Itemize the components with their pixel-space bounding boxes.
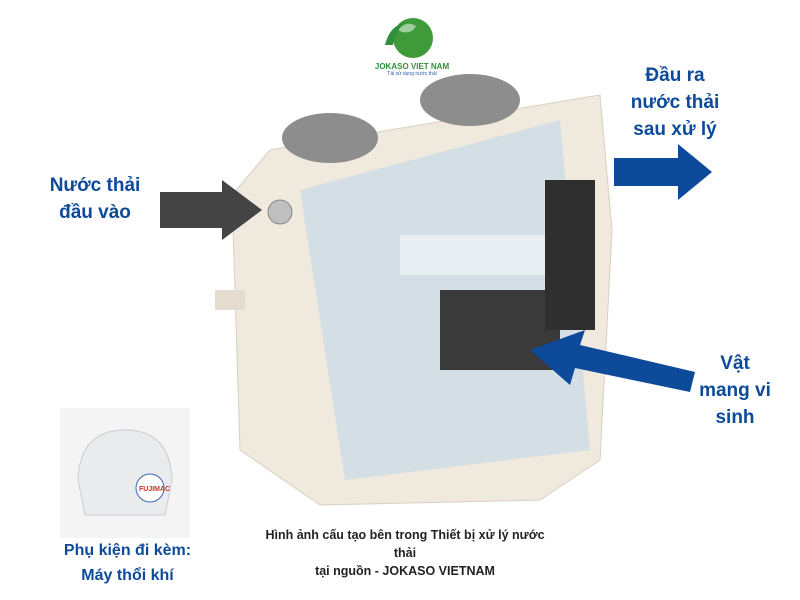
- accessory-label-line: Phụ kiện đi kèm:: [63, 542, 192, 559]
- media-label: Vật mang vi sinh: [690, 350, 780, 431]
- media-label-line: Vật: [720, 353, 750, 374]
- logo-name: JOKASO VIET NAM: [374, 62, 450, 71]
- inlet-label: Nước thải đầu vào: [30, 172, 160, 226]
- outlet-label-line: sau xử lý: [633, 119, 717, 140]
- caption-line: tại nguồn - JOKASO VIETNAM: [315, 564, 495, 578]
- outlet-label: Đầu ra nước thải sau xử lý: [610, 62, 740, 143]
- inlet-label-line: đầu vào: [59, 202, 131, 223]
- blower-brand: FUJIMAC: [139, 486, 170, 493]
- inlet-label-line: Nước thải: [49, 175, 141, 196]
- media-label-line: mang vi: [699, 380, 771, 401]
- outlet-label-line: nước thải: [630, 92, 720, 113]
- inlet-arrow-icon: [160, 180, 262, 240]
- septic-tank-image: [215, 74, 613, 506]
- media-arrow-icon: [530, 330, 695, 392]
- accessory-label-line: Máy thổi khí: [81, 567, 174, 584]
- accessory-label: Phụ kiện đi kèm: Máy thổi khí: [40, 538, 215, 588]
- image-caption: Hình ảnh cấu tạo bên trong Thiết bị xử l…: [255, 526, 555, 580]
- media-label-line: sinh: [715, 407, 755, 428]
- air-blower-image: FUJIMAC: [60, 408, 190, 538]
- outlet-label-line: Đầu ra: [645, 65, 705, 86]
- globe-logo-icon: [385, 18, 433, 58]
- logo-tagline: Tái sử dụng nước thải: [387, 71, 437, 77]
- caption-line: Hình ảnh cấu tạo bên trong Thiết bị xử l…: [265, 528, 545, 560]
- outlet-arrow-icon: [614, 144, 712, 200]
